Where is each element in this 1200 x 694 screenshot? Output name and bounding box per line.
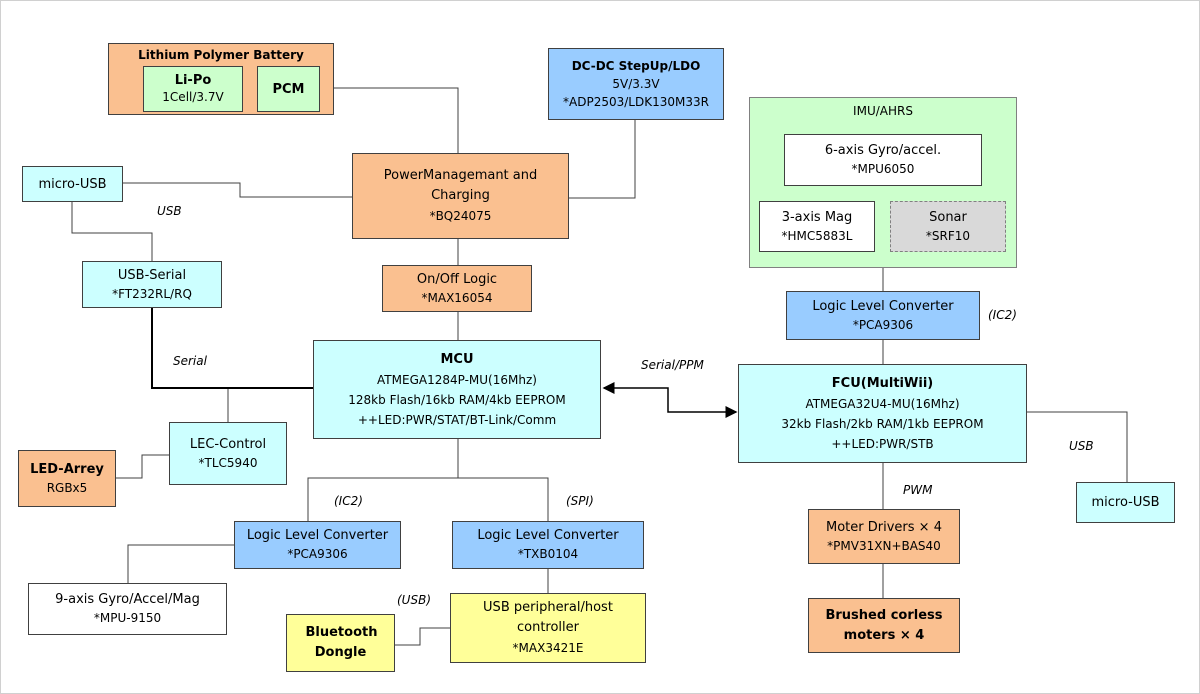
arrow-mcu-fcu <box>602 382 738 418</box>
label-usb-left: USB <box>157 204 182 218</box>
wire-battery-power <box>333 87 459 153</box>
motors-title: Brushed corless moters × 4 <box>825 607 943 643</box>
micro-usb-right-block: micro-USB <box>1076 482 1175 523</box>
gyro6-title: 6-axis Gyro/accel. <box>824 143 942 158</box>
mag3-sub: *HMC5883L <box>781 228 853 243</box>
onoff-title: On/Off Logic <box>416 271 498 287</box>
gyro6-sub: *MPU6050 <box>851 162 915 176</box>
llc-i2c-right-block: Logic Level Converter *PCA9306 <box>786 291 980 340</box>
usb-serial-sub: *FT232RL/RQ <box>112 286 192 301</box>
wire-fcu-microusb <box>1027 411 1128 482</box>
usb-host-title: USB peripheral/host controller <box>483 600 613 635</box>
label-spi: (SPI) <box>566 494 594 508</box>
mcu-title: MCU <box>440 351 474 367</box>
wire-mcu-llc-spi <box>458 477 549 521</box>
power-block: PowerManagemant and Charging *BQ24075 <box>352 153 569 239</box>
onoff-block: On/Off Logic *MAX16054 <box>382 265 532 312</box>
wire-llc-gyro9 <box>127 544 234 583</box>
label-serial-ppm: Serial/PPM <box>641 358 704 372</box>
dcdc-title: DC-DC StepUp/LDO <box>571 59 701 73</box>
wire-ledcontrol-ledarray <box>116 454 169 479</box>
mcu-block: MCU ATMEGA1284P-MU(16Mhz) 128kb Flash/16… <box>313 340 601 439</box>
label-i2c-right: (IC2) <box>988 308 1017 322</box>
label-usb-right: USB <box>1069 439 1094 453</box>
gyro6-block: 6-axis Gyro/accel. *MPU6050 <box>784 134 982 186</box>
wire-dcdc-power <box>569 120 636 199</box>
onoff-sub: *MAX16054 <box>421 290 493 305</box>
bt-dongle-title: Bluetooth Dongle <box>305 625 378 660</box>
power-title: PowerManagemant and Charging <box>383 168 538 203</box>
mcu-line2: 128kb Flash/16kb RAM/4kb EEPROM <box>348 392 566 407</box>
led-array-title: LED-Arrey <box>30 461 104 477</box>
wire-microusb-power <box>122 182 352 198</box>
motor-drivers-title: Moter Drivers × 4 <box>826 519 942 535</box>
dcdc-line2: *ADP2503/LDK130M33R <box>563 95 709 109</box>
wire-usbserial-mcu <box>151 307 313 389</box>
llc-i2c-left-sub: *PCA9306 <box>287 547 348 561</box>
pcm-block: PCM <box>257 66 320 112</box>
power-sub: *BQ24075 <box>429 209 492 223</box>
label-i2c-left: (IC2) <box>334 494 363 508</box>
lipo-sub: 1Cell/3.7V <box>162 90 224 104</box>
led-array-sub: RGBx5 <box>46 480 88 495</box>
micro-usb-left-title: micro-USB <box>38 176 107 192</box>
motors-block: Brushed corless moters × 4 <box>808 598 960 653</box>
fcu-block: FCU(MultiWii) ATMEGA32U4-MU(16Mhz) 32kb … <box>738 364 1027 463</box>
led-control-block: LEC-Control *TLC5940 <box>169 422 287 485</box>
wire-microusb-usbserial <box>71 201 153 261</box>
llc-i2c-left-block: Logic Level Converter *PCA9306 <box>234 521 401 569</box>
mag3-title: 3-axis Mag <box>781 209 853 225</box>
fcu-line3: ++LED:PWR/STB <box>831 436 934 451</box>
imu-title: IMU/AHRS <box>853 104 913 118</box>
gyro9-block: 9-axis Gyro/Accel/Mag *MPU-9150 <box>28 583 227 635</box>
mcu-line3: ++LED:PWR/STAT/BT-Link/Comm <box>357 412 557 427</box>
mcu-line1: ATMEGA1284P-MU(16Mhz) <box>377 372 537 387</box>
battery-title: Lithium Polymer Battery <box>138 48 304 62</box>
dcdc-block: DC-DC StepUp/LDO 5V/3.3V *ADP2503/LDK130… <box>548 48 724 120</box>
llc-spi-block: Logic Level Converter *TXB0104 <box>452 521 644 569</box>
llc-i2c-right-sub: *PCA9306 <box>852 317 914 332</box>
llc-spi-sub: *TXB0104 <box>517 547 579 561</box>
bt-dongle-block: Bluetooth Dongle <box>286 614 395 672</box>
micro-usb-right-title: micro-USB <box>1091 495 1160 510</box>
mag3-block: 3-axis Mag *HMC5883L <box>759 201 875 252</box>
motor-drivers-block: Moter Drivers × 4 *PMV31XN+BAS40 <box>808 509 960 564</box>
llc-spi-title: Logic Level Converter <box>477 528 619 543</box>
llc-i2c-left-title: Logic Level Converter <box>246 528 389 543</box>
label-pwm: PWM <box>903 483 933 497</box>
sonar-block: Sonar *SRF10 <box>890 201 1006 252</box>
usb-host-block: USB peripheral/host controller *MAX3421E <box>450 593 646 663</box>
wire-usbhost-bt <box>395 627 450 646</box>
gyro9-sub: *MPU-9150 <box>93 611 162 625</box>
usb-serial-block: USB-Serial *FT232RL/RQ <box>82 261 222 308</box>
usb-host-sub: *MAX3421E <box>512 641 584 655</box>
wire-mcu-llc <box>307 438 459 521</box>
usb-serial-title: USB-Serial <box>117 267 187 283</box>
motor-drivers-sub: *PMV31XN+BAS40 <box>827 538 941 553</box>
lipo-block: Li-Po 1Cell/3.7V <box>143 66 243 112</box>
micro-usb-left-block: micro-USB <box>22 166 123 202</box>
sonar-title: Sonar <box>929 209 967 225</box>
label-serial: Serial <box>173 354 207 368</box>
dcdc-line1: 5V/3.3V <box>612 77 660 91</box>
label-usb-paren: (USB) <box>397 593 431 607</box>
fcu-line2: 32kb Flash/2kb RAM/1kb EEPROM <box>781 416 984 431</box>
sonar-sub: *SRF10 <box>925 228 971 243</box>
led-control-title: LEC-Control <box>189 436 267 452</box>
lipo-title: Li-Po <box>174 73 212 88</box>
fcu-title: FCU(MultiWii) <box>831 375 934 391</box>
llc-i2c-right-title: Logic Level Converter <box>812 298 954 314</box>
fcu-line1: ATMEGA32U4-MU(16Mhz) <box>805 396 960 411</box>
gyro9-title: 9-axis Gyro/Accel/Mag <box>55 592 200 607</box>
pcm-title: PCM <box>272 81 305 97</box>
led-array-block: LED-Arrey RGBx5 <box>18 450 116 507</box>
led-control-sub: *TLC5940 <box>198 455 258 470</box>
